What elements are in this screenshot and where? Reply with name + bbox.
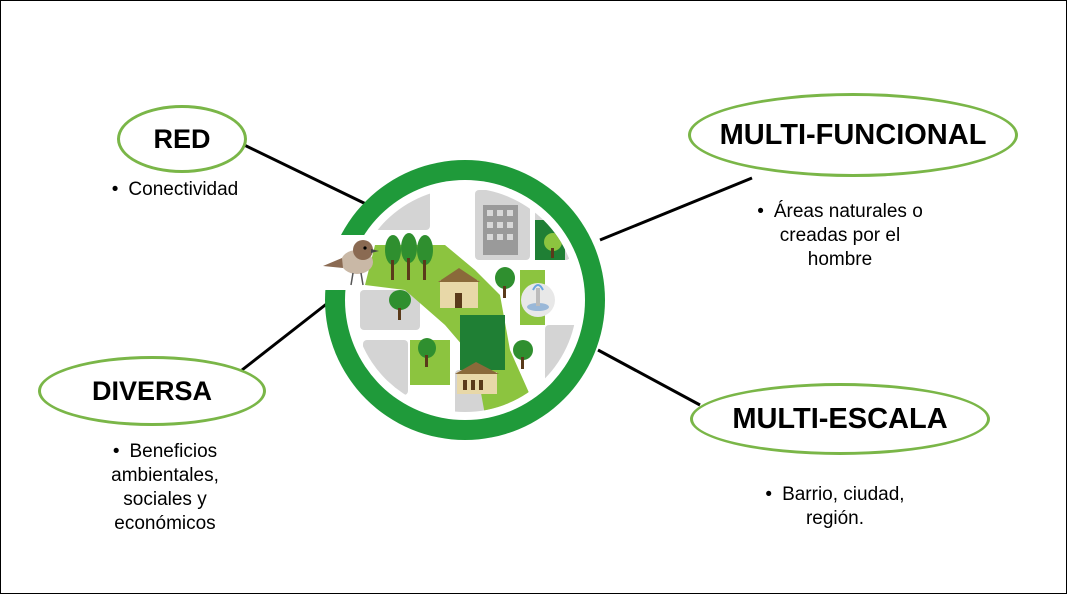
multiescala-bullets: •Barrio, ciudad, región. [735, 483, 935, 531]
list-item-continuation: región. [805, 508, 865, 529]
connector-diversa [241, 293, 339, 372]
list-item: •Áreas naturales o [757, 201, 923, 222]
tree-icon [385, 233, 562, 369]
building-icon [483, 205, 518, 255]
bird-icon [323, 240, 379, 286]
node-diversa: DIVERSA [38, 356, 266, 426]
connector-red [237, 140, 369, 207]
node-multifuncional: MULTI-FUNCIONAL [688, 93, 1018, 177]
node-multiescala-title: MULTI-ESCALA [732, 402, 948, 435]
list-item-continuation: ambientales, [111, 465, 219, 486]
list-item-continuation: sociales y [123, 489, 207, 510]
list-item: •Barrio, ciudad, [765, 484, 905, 505]
list-item: •Beneficios [112, 441, 218, 462]
house-icon [438, 268, 499, 394]
fountain-icon [521, 283, 555, 317]
red-bullets: •Conectividad [80, 178, 270, 202]
list-item-continuation: económicos [114, 513, 216, 534]
city-park-illustration [315, 160, 605, 440]
connector-multiescala [597, 348, 701, 407]
node-multifuncional-title: MULTI-FUNCIONAL [719, 118, 987, 151]
diversa-bullets: •Beneficios ambientales, sociales y econ… [75, 440, 255, 536]
node-red-title: RED [153, 123, 211, 154]
list-item-continuation: creadas por el [779, 225, 901, 246]
connector-multifuncional [599, 176, 753, 242]
multifuncional-bullets: •Áreas naturales o creadas por el hombre [720, 200, 960, 272]
node-red: RED [117, 105, 247, 173]
node-multiescala: MULTI-ESCALA [690, 383, 990, 455]
list-item: •Conectividad [111, 179, 239, 200]
list-item-continuation: hombre [807, 249, 873, 270]
node-diversa-title: DIVERSA [91, 375, 213, 406]
